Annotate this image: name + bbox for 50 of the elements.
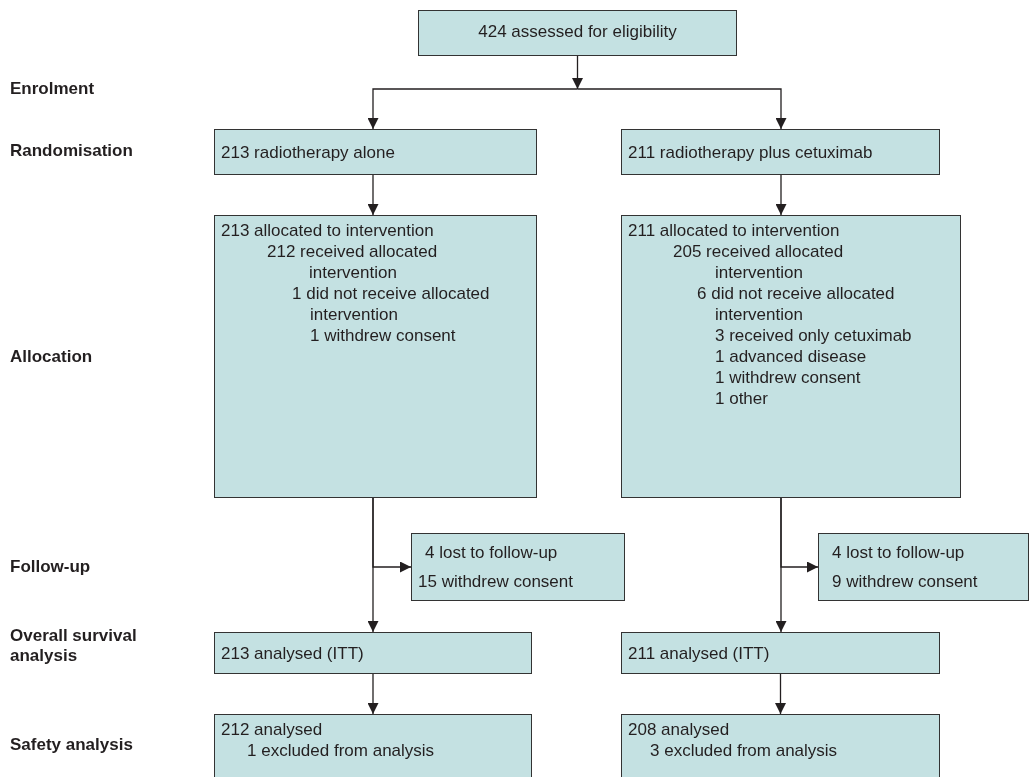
process-box xyxy=(621,129,940,175)
stage-label: Allocation xyxy=(10,347,94,367)
stage-label: Safety analysis xyxy=(10,735,134,755)
box-text: 212 received allocated intervention xyxy=(266,241,439,283)
box-text: 1 withdrew consent xyxy=(714,367,862,388)
arrow xyxy=(367,88,579,130)
process-box xyxy=(214,632,532,674)
process-box xyxy=(214,129,537,175)
process-box xyxy=(621,215,961,498)
box-text: 1 other xyxy=(714,388,769,409)
box-text: 212 analysed xyxy=(221,719,324,740)
arrow xyxy=(775,673,786,715)
box-text: 1 did not receive allocated intervention xyxy=(291,283,491,325)
box-text: 424 assessed for eligibility xyxy=(477,21,678,42)
process-box xyxy=(214,215,537,498)
arrow xyxy=(576,88,787,130)
stage-label: Follow-up xyxy=(10,557,92,577)
box-text: 15 withdrew consent xyxy=(418,571,574,593)
stage-label: Enrolment xyxy=(10,79,96,99)
box-text: 1 advanced disease xyxy=(714,346,868,367)
process-box xyxy=(418,10,737,56)
box-text: 205 received allocated intervention xyxy=(672,241,845,283)
arrow xyxy=(367,673,379,715)
arrow xyxy=(367,497,379,633)
box-text: 211 analysed (ITT) xyxy=(628,642,771,664)
box-text: 6 did not receive allocated intervention xyxy=(696,283,896,325)
box-text: 4 lost to follow-up xyxy=(831,542,966,564)
box-text: 9 withdrew consent xyxy=(831,571,979,593)
process-box xyxy=(621,714,940,777)
arrow xyxy=(367,174,379,216)
process-box xyxy=(411,533,625,601)
box-text: 213 analysed (ITT) xyxy=(221,642,365,664)
box-text: 211 radiotherapy plus cetuximab xyxy=(628,141,874,163)
box-text: 213 allocated to intervention xyxy=(221,220,435,241)
box-text: 1 withdrew consent xyxy=(309,325,457,346)
box-text: 4 lost to follow-up xyxy=(424,542,559,564)
process-box xyxy=(214,714,532,777)
box-text: 1 excluded from analysis xyxy=(246,740,436,761)
stage-label: Overall survival analysis xyxy=(10,626,138,666)
box-text: 3 received only cetuximab xyxy=(714,325,913,346)
arrow xyxy=(775,497,787,633)
arrow xyxy=(775,174,787,216)
arrow xyxy=(572,55,583,90)
box-text: 211 allocated to intervention xyxy=(628,220,841,241)
box-text: 213 radiotherapy alone xyxy=(221,141,396,163)
process-box xyxy=(621,632,940,674)
stage-label: Randomisation xyxy=(10,141,134,161)
box-text: 208 analysed xyxy=(628,719,731,740)
box-text: 3 excluded from analysis xyxy=(649,740,839,761)
process-box xyxy=(818,533,1029,601)
